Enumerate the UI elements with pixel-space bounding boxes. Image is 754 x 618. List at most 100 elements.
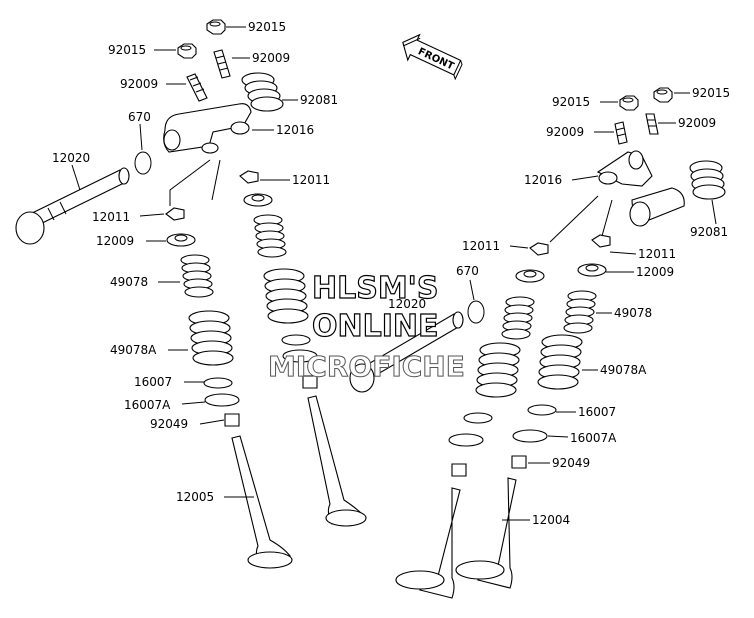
label-12011-right-1: 12011 — [462, 239, 500, 253]
outer-spring-49078A-right-b — [537, 334, 583, 390]
inner-spring-49078-left-a — [180, 254, 214, 298]
spring-seat-16007A-right-a — [448, 433, 484, 447]
label-92049-right-group: 92049 — [528, 456, 590, 470]
leader-lines-left — [169, 159, 221, 206]
label-92081-left-group: 92081 — [282, 93, 338, 107]
outer-spring-49078A-left-b — [263, 268, 309, 324]
label-92015-right-a: 92015 — [552, 95, 590, 109]
label-92009-right-a: 92009 — [546, 125, 584, 139]
label-12011-right-a-group: 12011 — [462, 239, 529, 253]
label-92081-right: 92081 — [690, 225, 728, 239]
adjust-screw-92009-a — [186, 73, 208, 102]
label-92009-b: 92009 — [120, 77, 158, 91]
watermark-line-3: MICROFICHE — [268, 350, 465, 383]
label-16007-left-group: 16007 — [134, 375, 204, 389]
label-12004-right: 12004 — [532, 513, 570, 527]
inner-spring-49078-right-b — [563, 290, 597, 334]
nut-92015-upper-left — [206, 19, 226, 35]
label-49078-right: 49078 — [614, 306, 652, 320]
label-16007A-right-group: 16007A — [547, 431, 617, 445]
label-12009-right: 12009 — [636, 265, 674, 279]
watermark-line-2: ONLINE — [312, 309, 439, 344]
label-16007A-left-group: 16007A — [124, 398, 206, 412]
label-12011-left-2: 12011 — [92, 210, 130, 224]
nut-92015-right-b — [653, 87, 673, 103]
spring-seat-16007-left-a — [203, 377, 233, 389]
label-92009-right-b: 92009 — [678, 116, 716, 130]
label-12020-left: 12020 — [52, 151, 90, 165]
keeper-12011-left-a — [165, 207, 185, 221]
rocker-shaft-12020-left — [15, 167, 130, 245]
label-92081-left: 92081 — [300, 93, 338, 107]
label-670-left: 670 — [128, 110, 151, 124]
label-92049-right: 92049 — [552, 456, 590, 470]
valve-seal-92049-left-b — [302, 375, 318, 389]
spring-92081-left — [241, 72, 284, 112]
label-12011-left-a-group: 12011 — [92, 210, 165, 224]
label-12009-left: 12009 — [96, 234, 134, 248]
outer-spring-49078A-right-a — [475, 342, 521, 398]
label-49078-right-group: 49078 — [596, 306, 652, 320]
intake-valve-12004-b — [455, 477, 517, 589]
spring-seat-16007A-left-b — [282, 349, 318, 363]
label-12011-right-b-group: 12011 — [609, 247, 676, 261]
label-92049-left: 92049 — [150, 417, 188, 431]
label-49078A-right-group: 49078A — [582, 363, 647, 377]
nut-92015-right-a — [619, 95, 639, 111]
o-ring-670-right — [467, 300, 485, 324]
label-12011-left-b-group: 12011 — [260, 173, 330, 187]
label-92009-left-of-screw: 92009 — [120, 77, 186, 91]
watermark-line-1: HLSM'S — [312, 271, 438, 306]
spring-92081-right — [689, 160, 726, 200]
label-92009-right-a-group: 92009 — [546, 125, 614, 139]
label-16007-right: 16007 — [578, 405, 616, 419]
label-49078-left-group: 49078 — [110, 275, 180, 289]
adjust-screw-92009-right-b — [645, 113, 659, 135]
outer-spring-49078A-left-a — [188, 310, 234, 366]
label-92015-a: 92015 — [248, 20, 286, 34]
label-12005-left: 12005 — [176, 490, 214, 504]
label-92015-top: 92015 — [226, 20, 286, 34]
retainer-12009-right-b — [577, 263, 607, 277]
keeper-12011-right-b — [591, 234, 611, 248]
front-arrow: FRONT — [402, 33, 463, 81]
leader-lines-right — [549, 195, 613, 243]
label-49078-left: 49078 — [110, 275, 148, 289]
label-49078A-right: 49078A — [600, 363, 647, 377]
retainer-12009-right-a — [515, 269, 545, 283]
label-92015-right-b: 92015 — [692, 86, 730, 100]
label-16007A-right: 16007A — [570, 431, 617, 445]
label-670-right-group: 670 — [456, 264, 479, 301]
label-92009-right-of-screw: 92009 — [232, 51, 290, 65]
valve-seal-92049-right-a — [451, 463, 467, 477]
label-670-right: 670 — [456, 264, 479, 278]
rocker-arm-12016-left — [163, 103, 252, 154]
intake-valve-12004-a — [395, 487, 461, 599]
label-670-left-group: 670 — [128, 110, 151, 151]
adjust-screw-92009-right-a — [614, 121, 628, 145]
label-92009-a: 92009 — [252, 51, 290, 65]
spring-seat-16007-right-b — [527, 404, 557, 416]
label-12016-right-group: 12016 — [524, 173, 599, 187]
label-49078A-left: 49078A — [110, 343, 157, 357]
valve-seal-92049-right-b — [511, 455, 527, 469]
label-12020-left-group: 12020 — [52, 151, 90, 191]
label-12016-left: 12016 — [276, 123, 314, 137]
label-12009-right-group: 12009 — [606, 265, 674, 279]
label-92081-right-group: 92081 — [690, 199, 728, 239]
exhaust-valve-12005-a — [231, 435, 293, 569]
spring-seat-16007A-left-a — [204, 393, 240, 407]
label-12005-left-group: 12005 — [176, 490, 254, 504]
exhaust-valve-12005-b — [307, 395, 367, 527]
label-12009-left-group: 12009 — [96, 234, 166, 248]
label-92009-right-b-group: 92009 — [658, 116, 716, 130]
spring-seat-16007A-right-b — [512, 429, 548, 443]
label-16007A-left: 16007A — [124, 398, 171, 412]
valve-seal-92049-left-a — [224, 413, 240, 427]
keeper-12011-right-a — [529, 242, 549, 256]
label-92015-right-b-group: 92015 — [674, 86, 730, 100]
label-12011-right-2: 12011 — [638, 247, 676, 261]
inner-spring-49078-right-a — [501, 296, 535, 340]
spring-seat-16007-right-a — [463, 412, 493, 424]
